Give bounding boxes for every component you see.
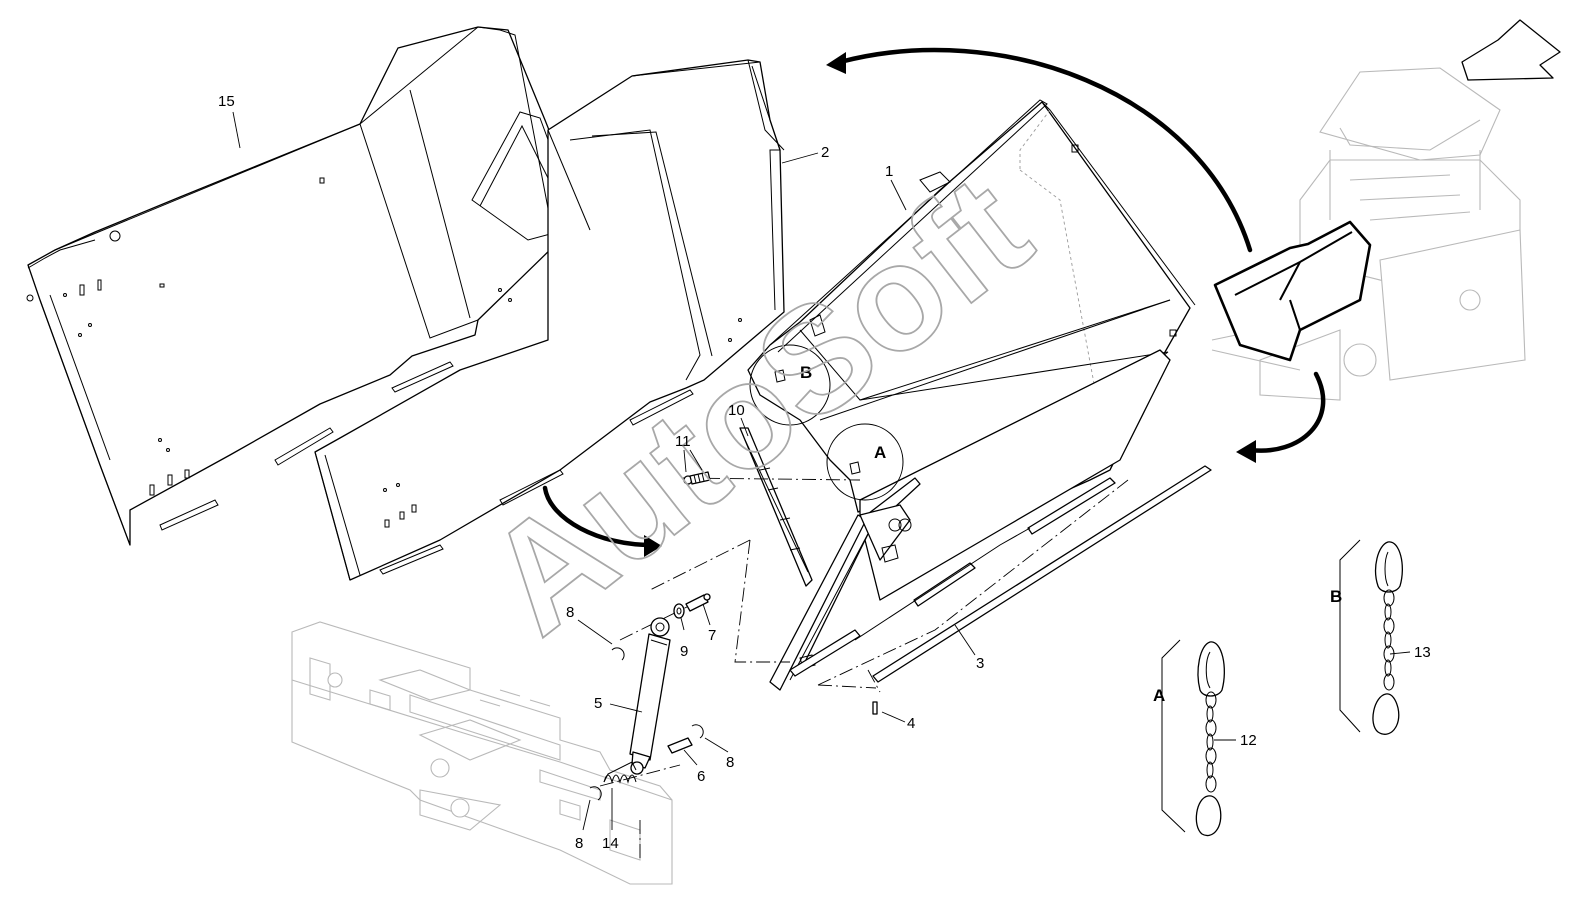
callout-8-upper: 8 [566, 604, 574, 621]
part-8-clip-lower [589, 786, 602, 801]
part-4-pin [872, 701, 878, 715]
callout-8-lower: 8 [575, 835, 583, 852]
detail-circle-b-label: B [800, 363, 812, 382]
callout-13: 13 [1414, 644, 1431, 661]
motion-arrow-right [1236, 371, 1326, 463]
part-15-hopper-side-wall [26, 26, 591, 546]
detail-b-chain: B [1330, 539, 1403, 735]
callout-10: 10 [728, 402, 745, 419]
callout-labels: 15 2 1 10 11 8 9 7 5 6 8 8 14 3 4 12 13 [218, 93, 1431, 852]
callout-9: 9 [680, 643, 688, 660]
callout-12: 12 [1240, 732, 1257, 749]
detail-circle-b: B [749, 344, 831, 426]
callout-6: 6 [697, 768, 705, 785]
detail-a-label: A [1153, 686, 1165, 705]
detail-circle-a-label: A [874, 443, 886, 462]
paver-machine-illustration [1211, 67, 1526, 401]
callout-3: 3 [976, 655, 984, 672]
part-8-clip-upper [611, 647, 625, 661]
part-6-pin [667, 737, 693, 754]
part-7-pin [685, 593, 711, 612]
part-11-bolt [683, 471, 711, 485]
callout-8-right: 8 [726, 754, 734, 771]
callout-1: 1 [885, 163, 893, 180]
callout-11: 11 [675, 433, 691, 450]
part-14-spring [603, 761, 637, 784]
view-direction-arrow-icon [1461, 19, 1561, 81]
motion-arrow-left [542, 485, 662, 557]
callout-7: 7 [708, 627, 716, 644]
callout-2: 2 [821, 144, 829, 161]
callout-5: 5 [594, 695, 602, 712]
motion-arrow-top [826, 47, 1253, 253]
detail-a-chain: A [1153, 639, 1225, 837]
hinge-rail [769, 477, 921, 691]
part-9-washer [673, 603, 685, 619]
machine-frame-ghost [291, 621, 673, 885]
detail-circle-a: A [826, 423, 904, 501]
part-5-gas-strut [629, 617, 671, 775]
part-8-clip-right [691, 724, 704, 739]
part-2-hopper-inner-wall [314, 59, 785, 581]
callout-4: 4 [907, 715, 915, 732]
part-1-hopper-body [747, 99, 1196, 601]
callout-14: 14 [602, 835, 619, 852]
leader-lines [232, 111, 1411, 831]
detail-b-label: B [1330, 587, 1342, 606]
callout-15: 15 [218, 93, 235, 110]
